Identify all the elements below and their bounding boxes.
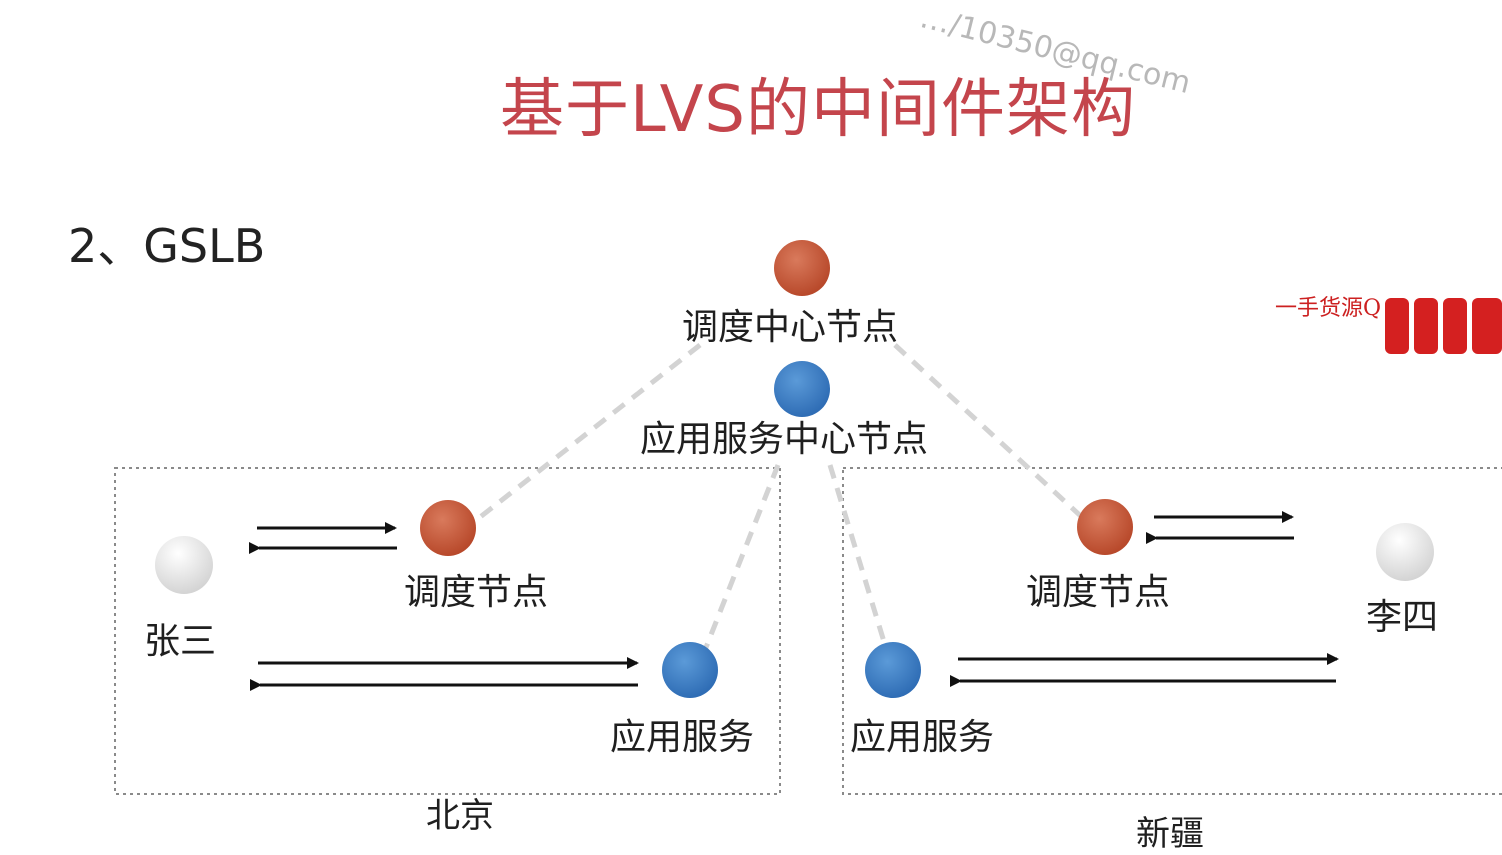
bj-app-node [662, 642, 718, 698]
central-dispatch-node [774, 240, 830, 296]
user-zhangsan-node [155, 536, 213, 594]
bj-dispatch-label: 调度节点 [404, 572, 549, 613]
central-dispatch-label: 调度中心节点 [682, 307, 899, 348]
central-app-node [774, 361, 830, 417]
xj-dispatch-label: 调度节点 [1026, 572, 1171, 613]
bj-dispatch-node [420, 500, 476, 556]
region-label-xinjiang: 新疆 [1136, 814, 1204, 854]
region-label-beijing: 北京 [426, 796, 494, 836]
connector-lines [468, 343, 1087, 651]
watermark-ad: 一手货源Q [1275, 296, 1382, 321]
region-box-xinjiang [842, 467, 1502, 795]
user-lisi-node [1376, 523, 1434, 581]
connector-central-to-bj-app [702, 464, 781, 651]
connector-central-to-xj-dispatch [893, 343, 1087, 522]
user-lisi-label: 李四 [1366, 597, 1439, 638]
central-app-label: 应用服务中心节点 [640, 419, 929, 460]
bj-app-label: 应用服务 [610, 717, 755, 758]
connector-central-to-xj-app [827, 464, 888, 646]
watermark-logo [1385, 298, 1502, 354]
xj-app-node [865, 642, 921, 698]
user-zhangsan-label: 张三 [144, 621, 217, 662]
region-box-beijing [114, 467, 781, 795]
section-subtitle: 2、GSLB [68, 219, 266, 273]
xj-dispatch-node [1077, 499, 1133, 555]
xj-app-label: 应用服务 [850, 717, 995, 758]
page-title: 基于LVS的中间件架构 [500, 73, 1137, 147]
connector-central-to-bj-dispatch [468, 343, 702, 527]
